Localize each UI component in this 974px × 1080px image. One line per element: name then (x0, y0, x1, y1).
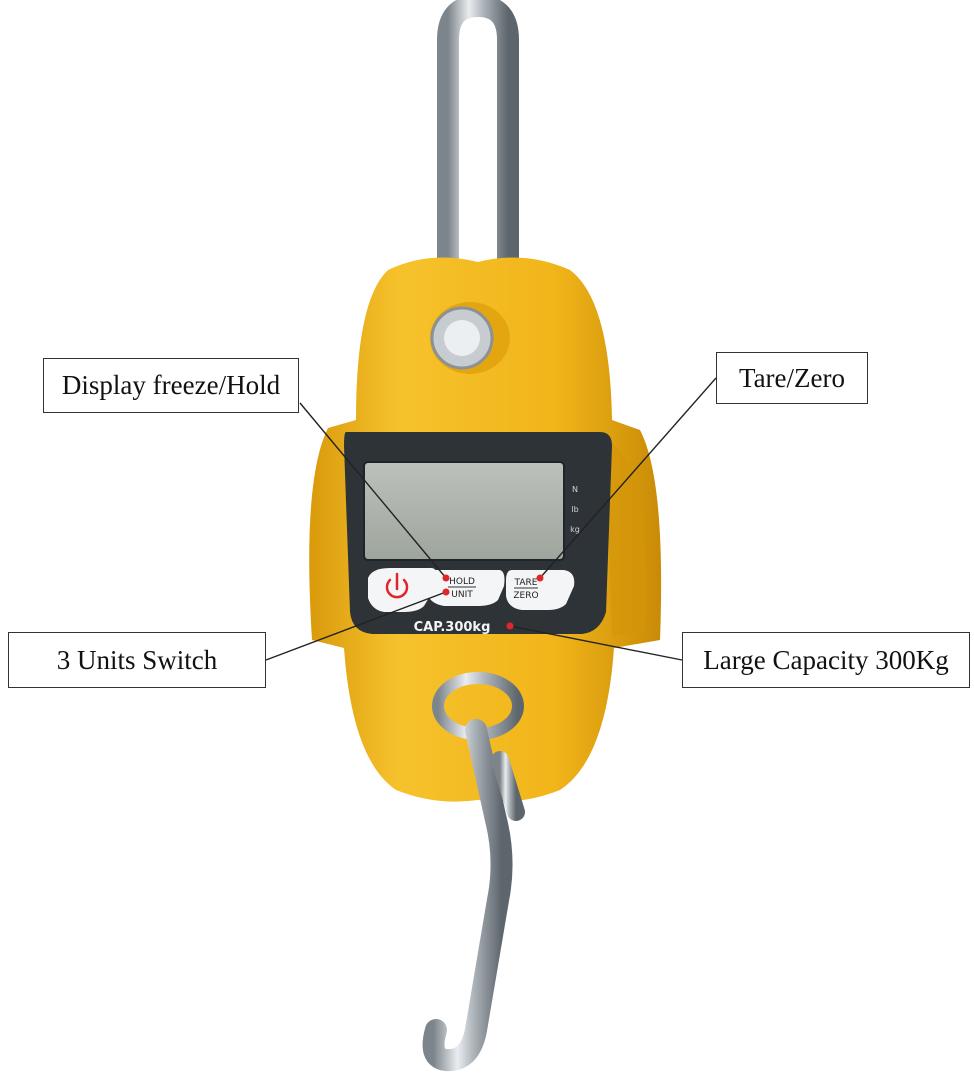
capacity-label: CAP.300kg (414, 620, 491, 635)
power-icon (385, 572, 409, 599)
callout-units-switch: 3 Units Switch (8, 632, 266, 688)
control-panel: N lb kg HOLD UNIT TARE ZERO CAP.300kg (344, 432, 612, 635)
hold-unit-button[interactable]: HOLD UNIT (419, 570, 505, 606)
callout-leaders (265, 377, 717, 661)
unit-indicator-kg: kg (570, 525, 580, 534)
tare-marker-dot (536, 574, 544, 582)
callout-display-freeze-hold: Display freeze/Hold (43, 358, 299, 413)
unit-indicator-n: N (572, 485, 578, 494)
units-marker-dot (442, 588, 450, 596)
callout-large-capacity: Large Capacity 300Kg (682, 632, 970, 688)
zero-label: ZERO (513, 591, 538, 601)
top-shackle (437, 0, 519, 341)
capacity-marker-dot (506, 622, 514, 630)
lcd-screen (363, 461, 565, 561)
unit-indicator-lb: lb (571, 505, 578, 514)
bottom-hook (422, 672, 525, 1072)
hold-label: HOLD (449, 577, 475, 587)
callout-tare-zero: Tare/Zero (716, 352, 868, 404)
unit-label: UNIT (451, 590, 473, 600)
hold-marker-dot (442, 574, 450, 582)
tare-zero-button[interactable]: TARE ZERO (506, 570, 575, 610)
tare-label: TARE (514, 578, 538, 588)
